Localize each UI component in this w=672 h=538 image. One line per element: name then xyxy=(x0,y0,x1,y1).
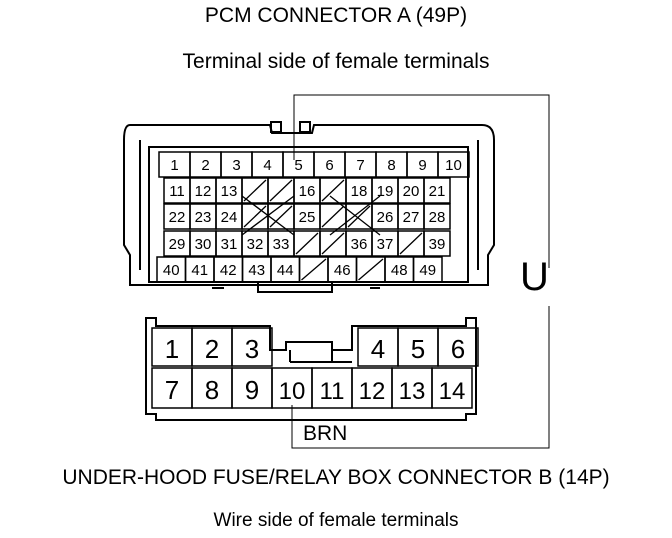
fuse-terminal-number: 12 xyxy=(359,378,386,405)
pcm-terminal-number: 31 xyxy=(221,236,238,253)
pcm-terminal-cell xyxy=(437,151,470,178)
fuse-terminal-number: 5 xyxy=(411,334,425,364)
pcm-view-label: Terminal side of female terminals xyxy=(182,50,490,73)
fuse-terminal-cell xyxy=(437,327,479,367)
fuse-terminal-number: 14 xyxy=(439,378,466,405)
fuse-terminal-number: 8 xyxy=(205,375,219,405)
fuse-terminal-cell xyxy=(431,367,473,409)
pcm-terminal-cell xyxy=(423,177,451,204)
pcm-terminal-cell xyxy=(423,203,451,230)
pcm-terminal-number: 2 xyxy=(201,157,209,174)
pcm-terminal-number: 1 xyxy=(170,157,178,174)
pcm-terminal-number: 16 xyxy=(299,183,316,200)
unused-terminal-mark xyxy=(243,179,267,202)
unused-terminal-mark xyxy=(269,205,293,228)
pcm-terminal-number: 44 xyxy=(277,262,294,279)
pcm-terminal-number: 33 xyxy=(273,236,290,253)
pcm-terminal-number: 20 xyxy=(403,183,420,200)
unused-terminal-mark xyxy=(301,258,327,281)
pcm-terminal-number: 3 xyxy=(232,157,240,174)
fuse-terminal-number: 6 xyxy=(451,334,465,364)
pcm-terminal-number: 23 xyxy=(195,209,212,226)
pcm-terminal-number: 12 xyxy=(195,183,212,200)
pcm-terminal-number: 29 xyxy=(169,236,186,253)
pcm-terminal-number: 4 xyxy=(263,157,271,174)
pcm-terminal-number: 18 xyxy=(351,183,368,200)
fuse-terminal-number: 9 xyxy=(245,375,259,405)
pcm-terminal-number: 26 xyxy=(377,209,394,226)
fuse-terminal-number: 2 xyxy=(205,334,219,364)
unused-terminal-mark xyxy=(243,205,267,228)
pcm-terminal-number: 24 xyxy=(221,209,238,226)
pcm-terminal-number: 48 xyxy=(391,262,408,279)
pcm-terminal-number: 5 xyxy=(294,157,302,174)
unused-terminal-mark xyxy=(347,205,371,228)
pcm-terminal-number: 8 xyxy=(387,157,395,174)
pcm-terminal-number: 32 xyxy=(247,236,264,253)
pcm-terminal-number: 25 xyxy=(299,209,316,226)
pcm-terminal-number: 9 xyxy=(418,157,426,174)
pcm-terminal-number: 19 xyxy=(377,183,394,200)
fuse-terminal-number: 10 xyxy=(279,378,306,405)
pcm-connector-title: PCM CONNECTOR A (49P) xyxy=(204,4,468,27)
unused-terminal-mark xyxy=(358,258,384,281)
unused-terminal-mark xyxy=(295,232,319,255)
fuse-box-connector-housing xyxy=(145,317,477,421)
pcm-terminal-number: 30 xyxy=(195,236,212,253)
pcm-terminal-number: 27 xyxy=(403,209,420,226)
fuse-terminal-number: 1 xyxy=(165,334,179,364)
fuse-terminal-number: 3 xyxy=(245,334,259,364)
fuse-terminal-cell xyxy=(231,327,273,367)
pcm-terminal-number: 11 xyxy=(169,183,185,200)
unused-terminal-mark xyxy=(321,232,345,255)
fuse-box-connector-title: UNDER-HOOD FUSE/RELAY BOX CONNECTOR B (1… xyxy=(62,466,610,489)
pcm-terminal-number: 7 xyxy=(356,157,364,174)
pcm-terminal-cell xyxy=(412,256,443,283)
fuse-box-view-label: Wire side of female terminals xyxy=(213,510,459,531)
pcm-terminal-number: 10 xyxy=(445,157,462,174)
wire-color-label: BRN xyxy=(303,422,348,445)
pcm-terminal-number: 40 xyxy=(163,262,180,279)
pcm-terminal-number: 13 xyxy=(221,183,238,200)
pcm-terminal-number: 41 xyxy=(191,262,208,279)
unused-terminal-mark xyxy=(399,232,423,255)
pcm-terminal-cell xyxy=(423,230,451,257)
fuse-terminal-number: 4 xyxy=(371,334,385,364)
pcm-terminal-number: 36 xyxy=(351,236,368,253)
pcm-terminal-number: 39 xyxy=(429,236,446,253)
fuse-terminal-number: 11 xyxy=(320,378,345,405)
pcm-terminal-number: 28 xyxy=(429,209,446,226)
probe-wire xyxy=(291,94,550,449)
pcm-terminal-number: 43 xyxy=(248,262,265,279)
pcm-terminal-number: 46 xyxy=(334,262,351,279)
pcm-terminal-number: 22 xyxy=(169,209,186,226)
pcm-terminal-number: 42 xyxy=(220,262,237,279)
unused-terminal-mark xyxy=(241,195,295,236)
meter-symbol: U xyxy=(520,255,549,299)
unused-terminal-mark xyxy=(329,195,381,236)
fuse-terminal-number: 13 xyxy=(399,378,426,405)
pcm-terminal-number: 49 xyxy=(419,262,436,279)
fuse-terminal-number: 7 xyxy=(165,375,179,405)
pcm-terminal-number: 6 xyxy=(325,157,333,174)
unused-terminal-mark xyxy=(321,205,345,228)
pcm-terminal-number: 21 xyxy=(429,183,446,200)
unused-terminal-mark xyxy=(321,179,345,202)
pcm-terminal-number: 37 xyxy=(377,236,394,253)
unused-terminal-mark xyxy=(269,179,293,202)
